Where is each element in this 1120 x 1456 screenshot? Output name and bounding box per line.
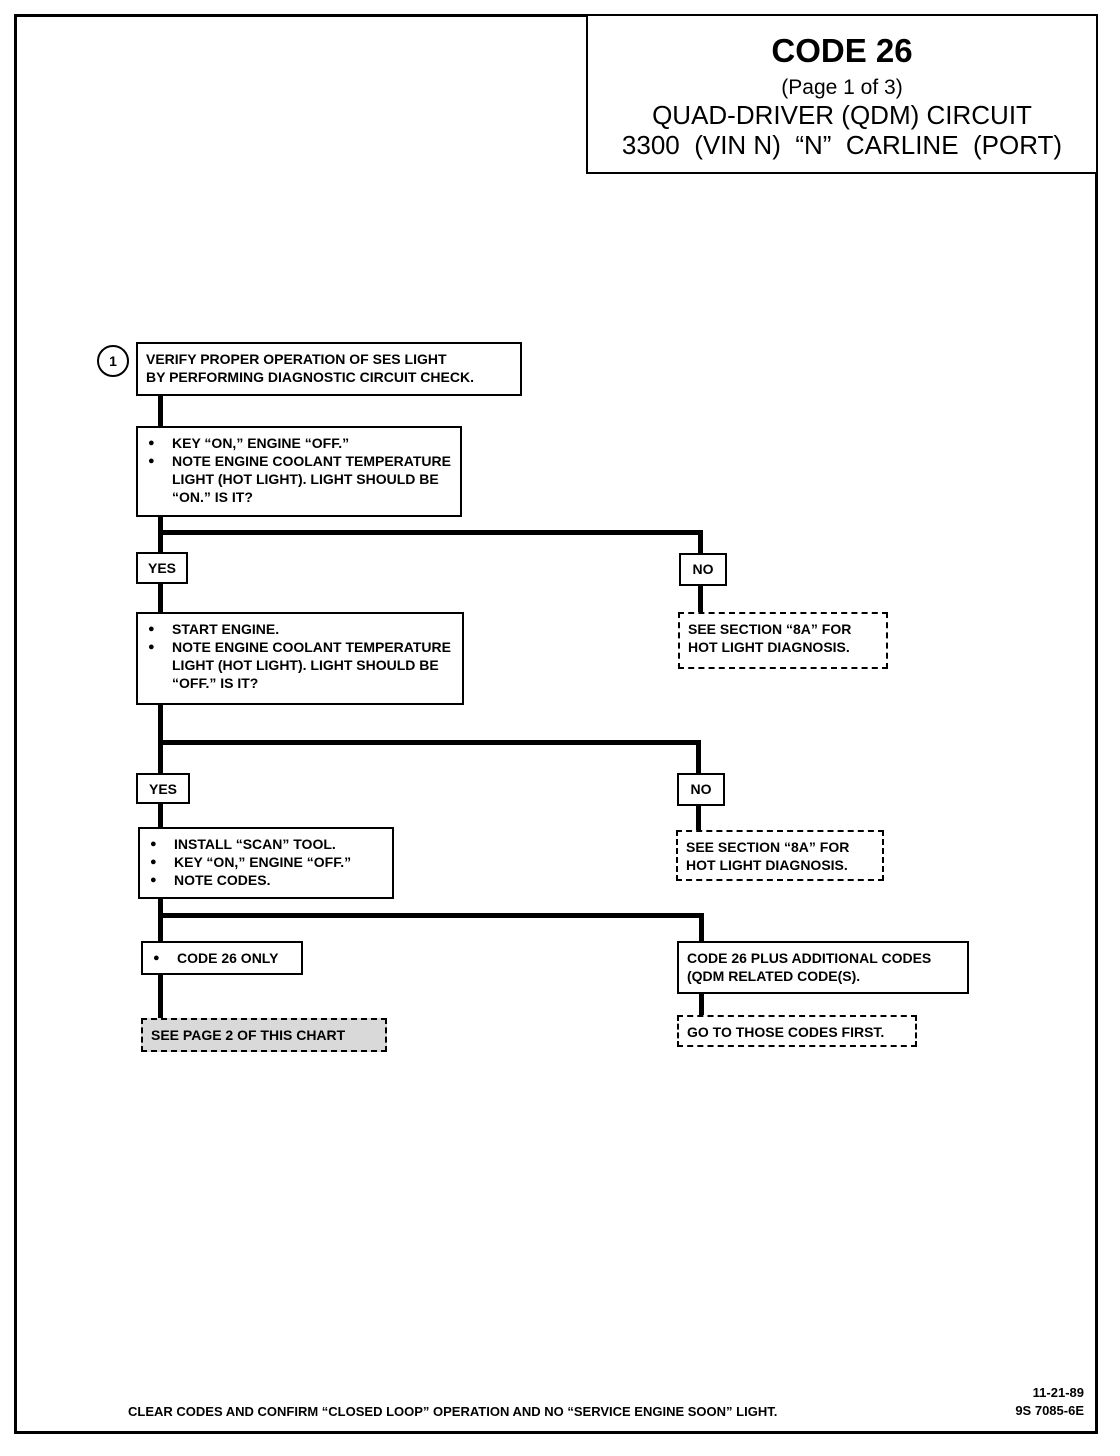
connector bbox=[699, 913, 704, 943]
go-codes-text: GO TO THOSE CODES FIRST. bbox=[687, 1024, 885, 1040]
connector bbox=[158, 394, 163, 428]
check1-item: NOTE ENGINE COOLANT TEMPERATURE LIGHT (H… bbox=[146, 452, 452, 506]
carline-title: 3300 (VIN N) “N” CARLINE (PORT) bbox=[621, 130, 1063, 160]
check3-item: NOTE CODES. bbox=[148, 871, 384, 889]
doc-meta: 11-21-89 9S 7085-6E bbox=[1015, 1384, 1084, 1420]
connector bbox=[158, 913, 704, 918]
connector bbox=[158, 897, 163, 943]
connector bbox=[158, 530, 703, 535]
code26-plus-line: CODE 26 PLUS ADDITIONAL CODES bbox=[687, 950, 932, 966]
connector bbox=[696, 740, 701, 775]
check2-item: NOTE ENGINE COOLANT TEMPERATURE LIGHT (H… bbox=[146, 638, 454, 692]
connector bbox=[699, 992, 704, 1018]
result-no1-line: SEE SECTION “8A” FOR bbox=[688, 621, 852, 637]
connector bbox=[158, 973, 163, 1021]
code26-plus-box: CODE 26 PLUS ADDITIONAL CODES (QDM RELAT… bbox=[677, 941, 969, 994]
verify-line-2: BY PERFORMING DIAGNOSTIC CIRCUIT CHECK. bbox=[146, 369, 474, 385]
no-label: NO bbox=[677, 773, 725, 806]
verify-line-1: VERIFY PROPER OPERATION OF SES LIGHT bbox=[146, 351, 447, 367]
result-no-1: SEE SECTION “8A” FOR HOT LIGHT DIAGNOSIS… bbox=[678, 612, 888, 669]
page-indicator: (Page 1 of 3) bbox=[781, 76, 903, 99]
result-no1-line: HOT LIGHT DIAGNOSIS. bbox=[688, 639, 850, 655]
page-frame bbox=[14, 14, 1098, 1434]
go-codes-box: GO TO THOSE CODES FIRST. bbox=[677, 1015, 917, 1047]
verify-box: VERIFY PROPER OPERATION OF SES LIGHT BY … bbox=[136, 342, 522, 396]
circuit-title: QUAD-DRIVER (QDM) CIRCUIT bbox=[652, 100, 1032, 130]
footer-note: CLEAR CODES AND CONFIRM “CLOSED LOOP” OP… bbox=[128, 1404, 778, 1419]
title-block: CODE 26 (Page 1 of 3) QUAD-DRIVER (QDM) … bbox=[586, 14, 1098, 174]
connector bbox=[698, 585, 703, 615]
yes-label: YES bbox=[136, 773, 190, 804]
connector bbox=[696, 805, 701, 833]
check-box-2: START ENGINE. NOTE ENGINE COOLANT TEMPER… bbox=[136, 612, 464, 705]
connector bbox=[158, 740, 701, 745]
connector bbox=[158, 703, 163, 775]
connector bbox=[158, 582, 163, 614]
see-page-2-text: SEE PAGE 2 OF THIS CHART bbox=[151, 1027, 346, 1043]
code26-only-item: CODE 26 ONLY bbox=[151, 949, 293, 967]
check1-item: KEY “ON,” ENGINE “OFF.” bbox=[146, 434, 452, 452]
result-no2-line: HOT LIGHT DIAGNOSIS. bbox=[686, 857, 848, 873]
yes-label: YES bbox=[136, 552, 188, 584]
see-page-2-box: SEE PAGE 2 OF THIS CHART bbox=[141, 1018, 387, 1052]
doc-number: 9S 7085-6E bbox=[1015, 1403, 1084, 1418]
check-box-1: KEY “ON,” ENGINE “OFF.” NOTE ENGINE COOL… bbox=[136, 426, 462, 517]
connector bbox=[158, 802, 163, 830]
check2-item: START ENGINE. bbox=[146, 620, 454, 638]
code26-only-box: CODE 26 ONLY bbox=[141, 941, 303, 975]
connector bbox=[698, 530, 703, 554]
check-box-3: INSTALL “SCAN” TOOL. KEY “ON,” ENGINE “O… bbox=[138, 827, 394, 899]
doc-date: 11-21-89 bbox=[1032, 1385, 1084, 1400]
result-no2-line: SEE SECTION “8A” FOR bbox=[686, 839, 850, 855]
check3-item: KEY “ON,” ENGINE “OFF.” bbox=[148, 853, 384, 871]
step-marker: 1 bbox=[97, 345, 129, 377]
check3-item: INSTALL “SCAN” TOOL. bbox=[148, 835, 384, 853]
result-no-2: SEE SECTION “8A” FOR HOT LIGHT DIAGNOSIS… bbox=[676, 830, 884, 881]
code26-plus-line: (QDM RELATED CODE(S). bbox=[687, 968, 861, 984]
code-title: CODE 26 bbox=[771, 32, 913, 69]
no-label: NO bbox=[679, 553, 727, 586]
